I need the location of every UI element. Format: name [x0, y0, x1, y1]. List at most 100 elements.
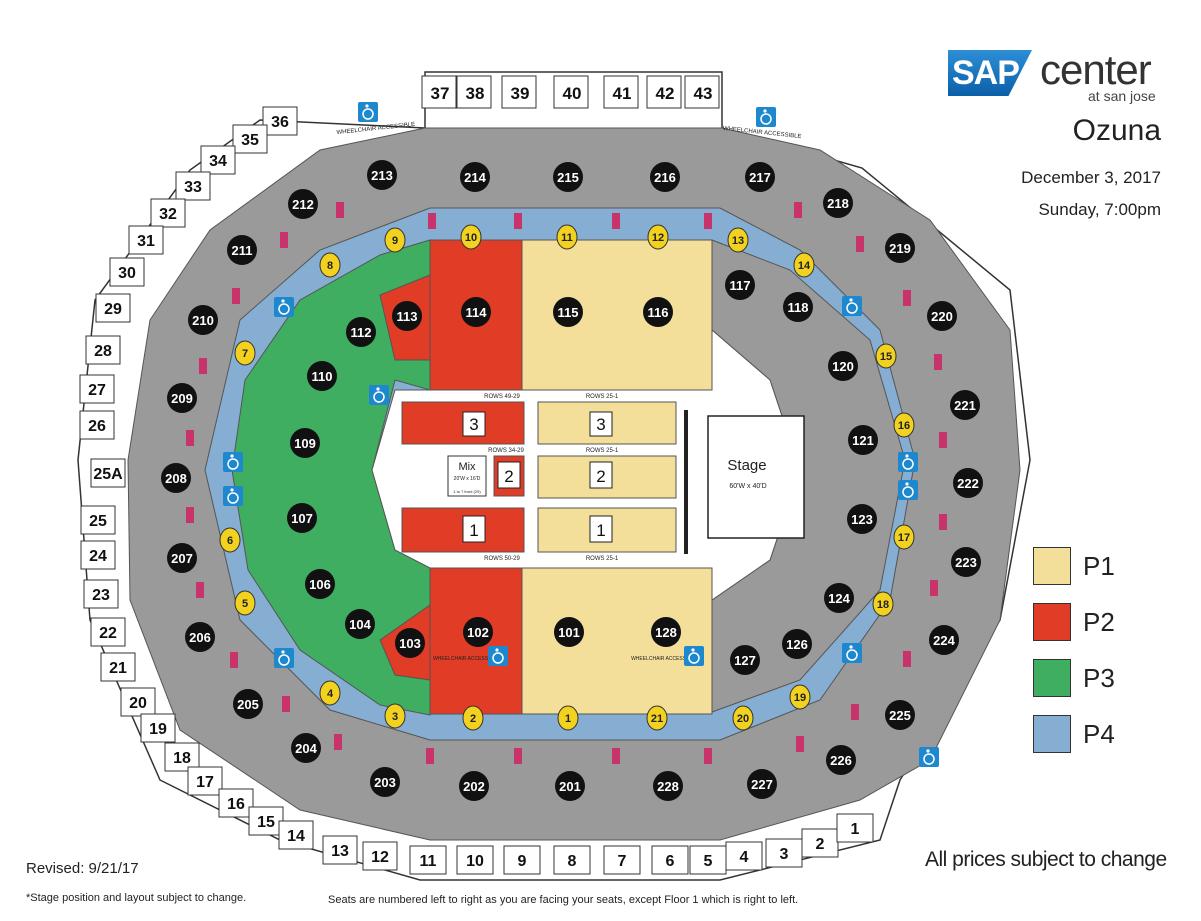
- section-marker: [345, 609, 375, 639]
- gate-marker: [647, 224, 669, 250]
- aisle-marker: [612, 748, 620, 764]
- section-marker: [650, 162, 680, 192]
- section-marker: [554, 617, 584, 647]
- gate-label: 7: [242, 348, 248, 360]
- section-label: 202: [463, 779, 485, 794]
- wheelchair-icon: [842, 643, 862, 663]
- wheelchair-icon: [278, 303, 290, 315]
- loge-label: 32: [159, 206, 177, 223]
- loge-label: 20: [129, 695, 147, 712]
- loge-box: [232, 124, 268, 154]
- section-marker: [848, 425, 878, 455]
- section-marker: [167, 383, 197, 413]
- wheelchair-icon: [691, 648, 695, 652]
- wheelchair-icon: [223, 486, 243, 506]
- gate-label: 17: [898, 532, 910, 544]
- loge-box: [128, 225, 164, 255]
- loge-box: [801, 828, 839, 858]
- gate-marker: [727, 227, 749, 253]
- loge-label: 25: [89, 513, 107, 530]
- section-label: 214: [464, 170, 486, 185]
- gate-marker: [462, 705, 484, 731]
- loge-label: 43: [694, 84, 713, 103]
- loge-box: [79, 410, 115, 440]
- loge-box: [362, 841, 398, 871]
- loge-box: [80, 540, 116, 570]
- loge-box: [456, 75, 492, 109]
- aisle-marker: [336, 202, 344, 218]
- gate-label: 12: [652, 232, 664, 244]
- loge-box: [100, 652, 136, 682]
- loge-label: 37: [431, 84, 450, 103]
- stage-size: 60'W x 40'D: [729, 483, 766, 490]
- gate-marker: [460, 224, 482, 250]
- section-label: 112: [351, 325, 372, 340]
- gate-marker: [893, 524, 915, 550]
- section-marker: [828, 351, 858, 381]
- gate-marker: [234, 340, 256, 366]
- loge-label: 18: [173, 750, 191, 767]
- wheelchair-icon: [760, 113, 772, 125]
- wheelchair-icon: [898, 452, 918, 472]
- loge-label: 1: [851, 821, 860, 838]
- loge-label: 29: [104, 301, 122, 318]
- section-marker: [953, 468, 983, 498]
- loge-label: 31: [137, 233, 155, 250]
- wheelchair-icon: [376, 387, 380, 391]
- section-marker: [823, 188, 853, 218]
- loge-box: [456, 845, 494, 875]
- section-marker: [951, 547, 981, 577]
- wheelchair-icon: [230, 488, 234, 492]
- loge-box: [187, 766, 223, 796]
- section-label: 124: [828, 591, 850, 606]
- gate-label: 10: [465, 232, 477, 244]
- loge-box: [836, 813, 874, 843]
- wheelchair-icon: [358, 102, 378, 122]
- aisle-marker: [934, 354, 942, 370]
- row-label: ROWS 25-1: [586, 556, 619, 562]
- section-marker: [395, 628, 425, 658]
- section-marker: [826, 745, 856, 775]
- loge-label: 7: [618, 853, 627, 870]
- section-marker: [288, 189, 318, 219]
- section-marker: [463, 617, 493, 647]
- loge-label: 17: [196, 774, 214, 791]
- section-marker: [290, 428, 320, 458]
- wheelchair-icon: [495, 648, 499, 652]
- loge-label: 13: [331, 843, 349, 860]
- section-marker: [553, 162, 583, 192]
- gate-label: 8: [327, 260, 333, 272]
- floor-section-label: 1: [469, 521, 478, 540]
- loge-box: [278, 820, 314, 850]
- gate-label: 21: [651, 713, 663, 725]
- legend-swatch: [1033, 659, 1071, 697]
- gate-label: 11: [561, 232, 573, 244]
- venue-name: center: [1040, 46, 1152, 93]
- loge-label: 25A: [93, 466, 123, 483]
- aisle-marker: [280, 232, 288, 248]
- gate-label: 3: [392, 711, 398, 723]
- section-marker: [185, 622, 215, 652]
- section-label: 116: [648, 305, 669, 320]
- loge-box: [646, 75, 682, 109]
- gate-marker: [893, 412, 915, 438]
- wheelchair-icon: [684, 646, 704, 666]
- gate-marker: [793, 252, 815, 278]
- gate-marker: [384, 227, 406, 253]
- loge-label: 39: [511, 84, 530, 103]
- section-label: 228: [657, 779, 679, 794]
- venue-location: at san jose: [1088, 88, 1156, 104]
- loge-label: 5: [704, 853, 713, 870]
- section-label: 220: [931, 309, 953, 324]
- wheelchair-icon: [274, 648, 294, 668]
- section-marker: [747, 769, 777, 799]
- section-marker: [370, 767, 400, 797]
- aisle-marker: [282, 696, 290, 712]
- legend-label: P3: [1083, 662, 1115, 693]
- section-marker: [392, 301, 422, 331]
- section-label: 225: [889, 708, 911, 723]
- loge-box: [501, 75, 537, 109]
- aisle-marker: [186, 430, 194, 446]
- aisle-marker: [704, 213, 712, 229]
